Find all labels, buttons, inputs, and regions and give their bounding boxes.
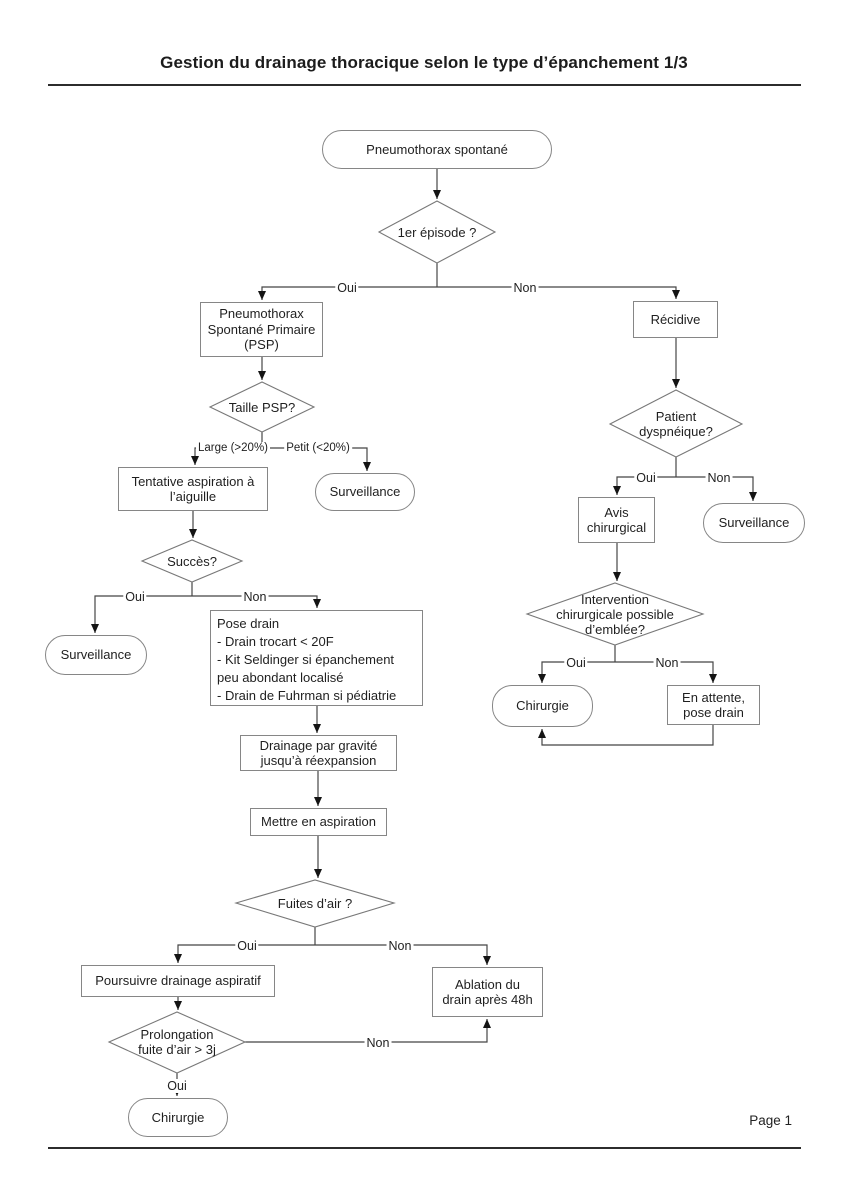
node-mettre-aspiration-box: Mettre en aspiration — [250, 808, 387, 836]
decision-diamond-shape — [377, 200, 497, 264]
decision-succes: Succès? — [167, 553, 217, 569]
decision-taille-psp: Taille PSP? — [228, 399, 296, 415]
decision-diamond-shape — [107, 1011, 247, 1074]
footer-divider — [48, 1147, 801, 1149]
decision-prolongation-fuite: Prolongation fuite d’air > 3j — [138, 1027, 216, 1057]
connector-line — [91, 595, 192, 633]
edge-label-non: Non — [241, 590, 269, 604]
node-ablation-drain-box: Ablation du drain après 48h — [432, 967, 543, 1017]
edge-label-oui: Oui — [235, 939, 259, 953]
connector-line — [192, 595, 321, 608]
decision-diamond-shape — [208, 381, 316, 433]
decision-diamond-shape — [234, 879, 396, 928]
edge-label-non: Non — [653, 656, 681, 670]
node-surveillance-terminal-petit: Surveillance — [315, 473, 415, 511]
node-psp-box: Pneumothorax Spontané Primaire (PSP) — [200, 302, 323, 357]
connector-line — [174, 944, 315, 963]
decision-intervention-possible: Intervention chirurgicale possible d’emb… — [556, 591, 674, 637]
node-poursuivre-drainage-box: Poursuivre drainage aspiratif — [81, 965, 275, 997]
page-number: Page 1 — [749, 1113, 792, 1128]
decision-patient-dyspneique: Patient dyspnéique? — [639, 409, 713, 439]
node-tentative-aspiration-box: Tentative aspiration à l’aiguille — [118, 467, 268, 511]
edge-label-oui: Oui — [564, 656, 588, 670]
edge-label-oui: Oui — [634, 471, 658, 485]
node-surveillance-terminal-dyspnee: Surveillance — [703, 503, 805, 543]
node-chirurgie-terminal-right: Chirurgie — [492, 685, 593, 727]
connector-line — [245, 1019, 491, 1043]
node-start-terminal: Pneumothorax spontané — [322, 130, 552, 169]
decision-diamond-shape — [140, 539, 244, 583]
edge-label-oui: Oui — [335, 281, 359, 295]
edge-label-non: Non — [511, 281, 539, 295]
connector-line — [538, 725, 714, 746]
node-en-attente-box: En attente, pose drain — [667, 685, 760, 725]
connector-line — [437, 286, 680, 299]
edge-label-large: Large (>20%) — [196, 442, 270, 454]
node-chirurgie-terminal-bottom: Chirurgie — [128, 1098, 228, 1137]
edge-label-oui: Oui — [123, 590, 147, 604]
node-drainage-gravite-box: Drainage par gravité jusqu’à réexpansion — [240, 735, 397, 771]
connector-line — [315, 944, 491, 965]
edge-label-non: Non — [705, 471, 733, 485]
node-recidive-box: Récidive — [633, 301, 718, 338]
page-title: Gestion du drainage thoracique selon le … — [160, 53, 688, 72]
connector-line — [538, 661, 615, 683]
title-divider — [48, 84, 801, 86]
node-pose-drain-box: Pose drain - Drain trocart < 20F - Kit S… — [210, 610, 423, 706]
connector-line — [258, 286, 437, 300]
edge-label-oui: Oui — [165, 1079, 189, 1093]
connector-line — [615, 661, 717, 683]
edge-label-non: Non — [364, 1036, 392, 1050]
decision-fuites-air: Fuites d’air ? — [277, 895, 353, 911]
edge-label-non: Non — [386, 939, 414, 953]
connector-line — [676, 476, 757, 501]
edge-label-petit: Petit (<20%) — [284, 442, 352, 454]
decision-diamond-shape — [608, 389, 744, 458]
decision-1er-episode: 1er épisode ? — [397, 224, 477, 240]
decision-diamond-shape — [525, 582, 705, 646]
node-avis-chirurgical-box: Avis chirurgical — [578, 497, 655, 543]
node-surveillance-terminal-succes: Surveillance — [45, 635, 147, 675]
